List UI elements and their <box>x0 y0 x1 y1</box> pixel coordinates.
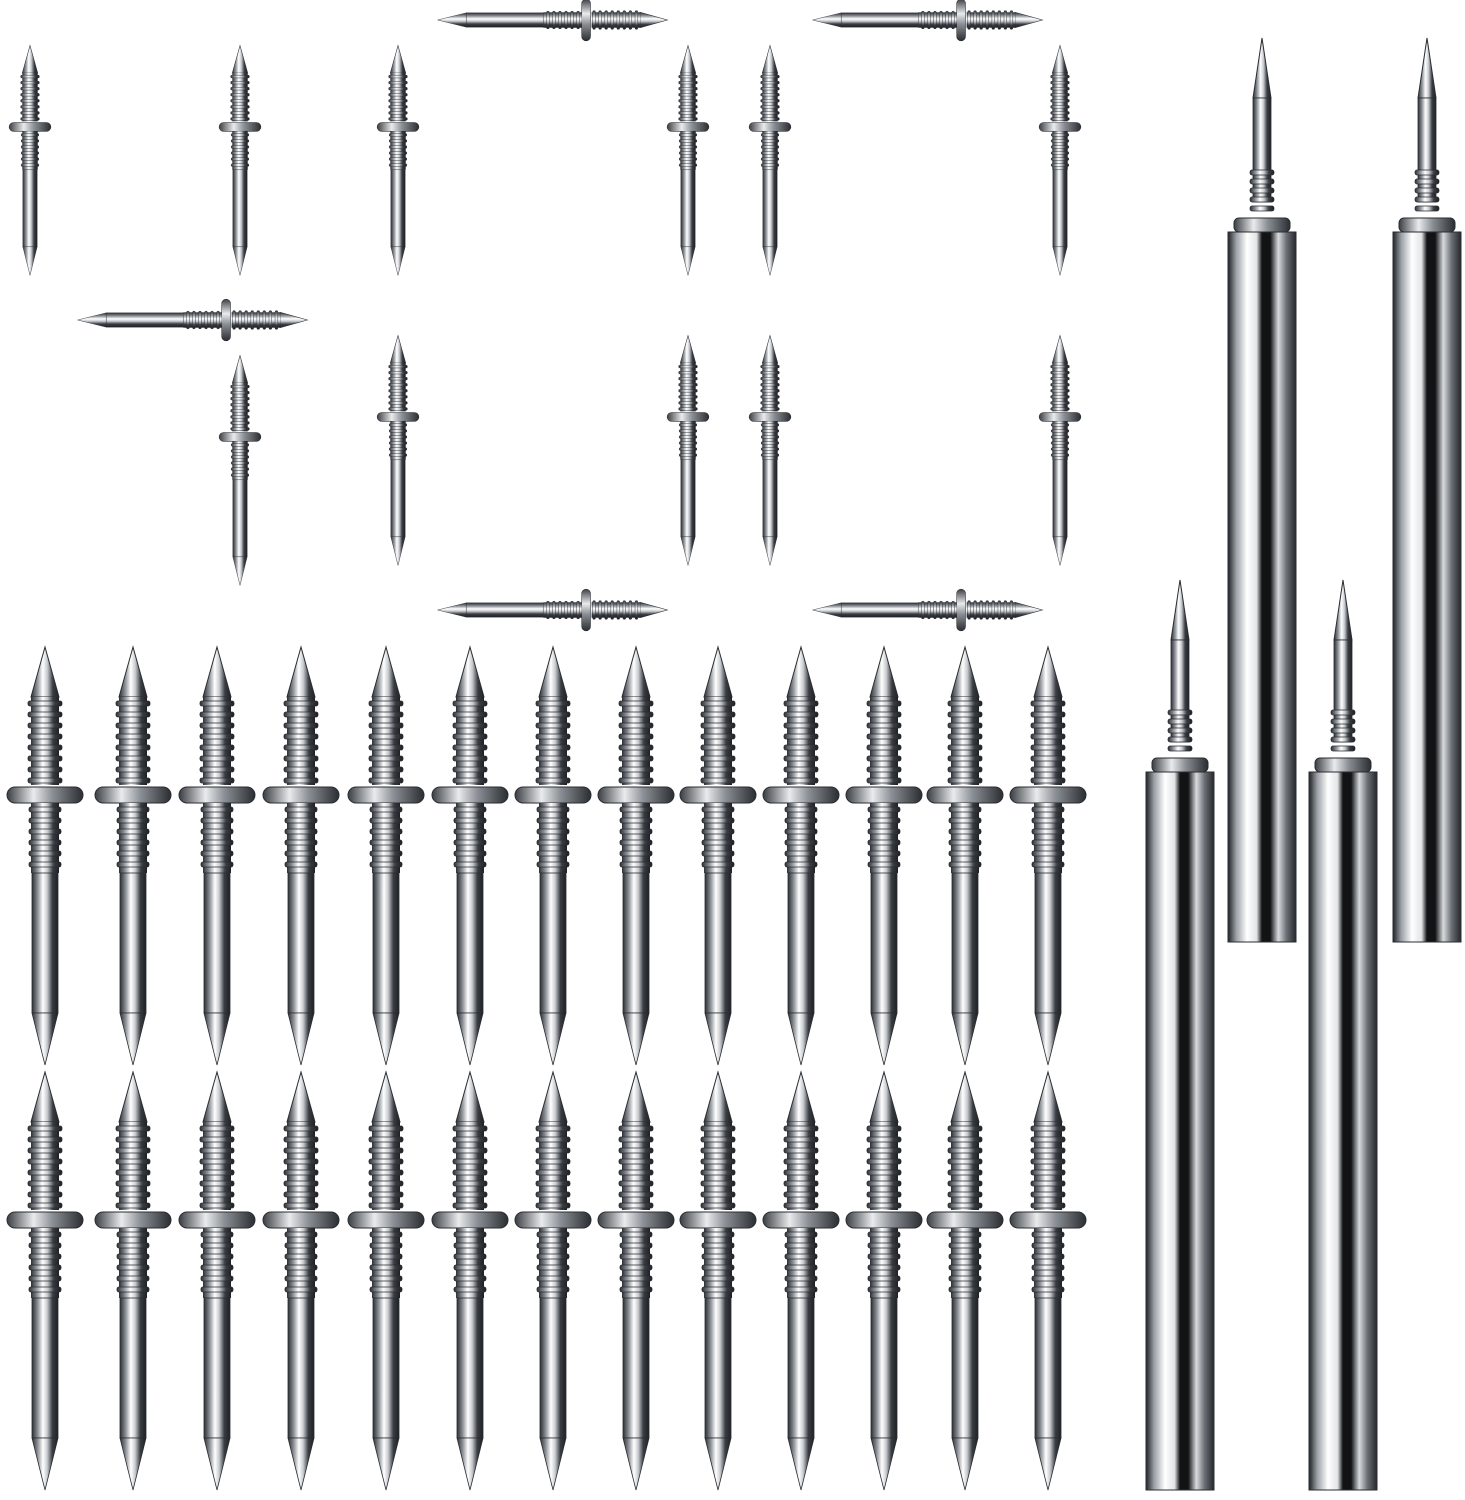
row1-pin-4 <box>262 645 340 1066</box>
rod-tool-front-right <box>1308 579 1378 1491</box>
row1-pin-1 <box>6 645 84 1066</box>
row2-pin-3 <box>178 1070 256 1491</box>
row2-pin-4 <box>262 1070 340 1491</box>
zero1-bottom-pin <box>437 588 669 632</box>
zero1-left-top-pin <box>376 44 420 276</box>
row2-pin-11 <box>845 1070 923 1491</box>
row1-pin-2 <box>94 645 172 1066</box>
row2-pin-12 <box>926 1070 1004 1491</box>
digit4-left-pin <box>8 44 52 276</box>
row2-pin-1 <box>6 1070 84 1491</box>
rod-tool-back-left <box>1227 37 1297 943</box>
row1-pin-6 <box>431 645 509 1066</box>
row1-pin-5 <box>347 645 425 1066</box>
row1-pin-12 <box>926 645 1004 1066</box>
small-pin-rows <box>6 645 1087 1491</box>
row2-pin-7 <box>514 1070 592 1491</box>
zero2-bottom-pin <box>812 588 1044 632</box>
zero1-left-bottom-pin <box>376 334 420 566</box>
zero2-top-pin <box>812 0 1044 42</box>
digit4-right-bottom-pin <box>218 354 262 586</box>
rod-tools <box>1145 37 1462 1491</box>
zero1-right-top-pin <box>666 44 710 276</box>
row1-pin-7 <box>514 645 592 1066</box>
digit4-crossbar-pin <box>77 298 309 342</box>
row1-pin-3 <box>178 645 256 1066</box>
row2-pin-8 <box>597 1070 675 1491</box>
rod-tool-front-left <box>1145 579 1215 1491</box>
zero2-right-bottom-pin <box>1038 334 1082 566</box>
zero2-left-top-pin <box>748 44 792 276</box>
zero2-left-bottom-pin <box>748 334 792 566</box>
zero2-right-top-pin <box>1038 44 1082 276</box>
row1-pin-11 <box>845 645 923 1066</box>
row2-pin-13 <box>1009 1070 1087 1491</box>
rod-tool-back-right <box>1392 37 1462 943</box>
row1-pin-9 <box>679 645 757 1066</box>
digit4-right-top-pin <box>218 44 262 276</box>
four-hundred-digit-arrangement <box>8 0 1082 632</box>
row2-pin-6 <box>431 1070 509 1491</box>
row1-pin-10 <box>762 645 840 1066</box>
row2-pin-9 <box>679 1070 757 1491</box>
row1-pin-8 <box>597 645 675 1066</box>
row2-pin-10 <box>762 1070 840 1491</box>
row2-pin-2 <box>94 1070 172 1491</box>
zero1-top-pin <box>437 0 669 42</box>
row1-pin-13 <box>1009 645 1087 1066</box>
zero1-right-bottom-pin <box>666 334 710 566</box>
row2-pin-5 <box>347 1070 425 1491</box>
